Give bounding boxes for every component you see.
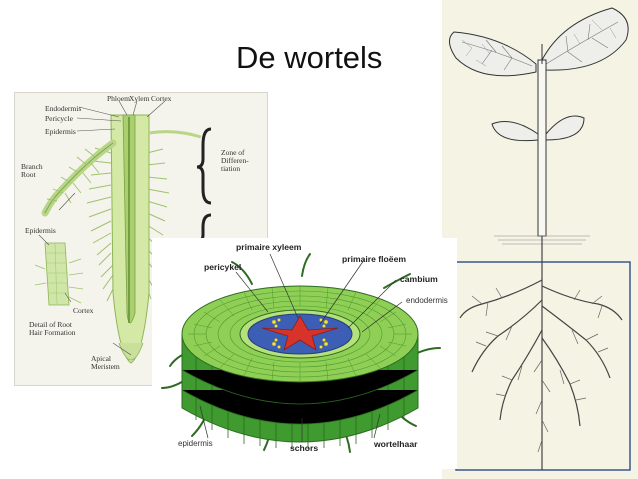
label-zone-of-differentiation: Zone of Differen- tiation <box>221 148 249 173</box>
label-endodermis: Endodermis <box>45 104 82 113</box>
label-phloem: Phloem <box>107 94 130 103</box>
label-epidermis-left: Epidermis <box>25 226 56 235</box>
label-pericycle: Pericycle <box>45 114 73 123</box>
slide-title: De wortels <box>236 40 383 75</box>
label-xylem: Xylem <box>129 94 150 103</box>
label-pericykel: pericykel <box>204 262 242 272</box>
plant-illustration <box>449 7 631 471</box>
label-cortex-top: Cortex <box>151 94 172 103</box>
label-detail-root-hair: Detail of Root Hair Formation <box>29 320 76 337</box>
plant-root-system-drawing <box>442 0 638 479</box>
label-apical-meristem: Apical Meristem <box>91 354 120 371</box>
root-cross-section-diagram: primaire xyleem pericykel primaire floëe… <box>152 238 457 469</box>
root-longitudinal-illustration <box>34 100 212 364</box>
cross-section-illustration <box>161 253 441 453</box>
label-epidermis-top: Epidermis <box>45 127 76 136</box>
label-epidermis: epidermis <box>178 439 213 448</box>
label-primaire-xyleem: primaire xyleem <box>236 242 302 252</box>
label-cambium: cambium <box>400 274 438 284</box>
label-wortelhaar: wortelhaar <box>374 439 418 449</box>
label-schors: schors <box>290 443 319 453</box>
label-branch-root: Branch Root <box>21 162 43 179</box>
label-cortex-detail: Cortex <box>73 306 94 315</box>
label-endodermis: endodermis <box>406 296 448 305</box>
label-primaire-floeem: primaire floëem <box>342 254 406 264</box>
